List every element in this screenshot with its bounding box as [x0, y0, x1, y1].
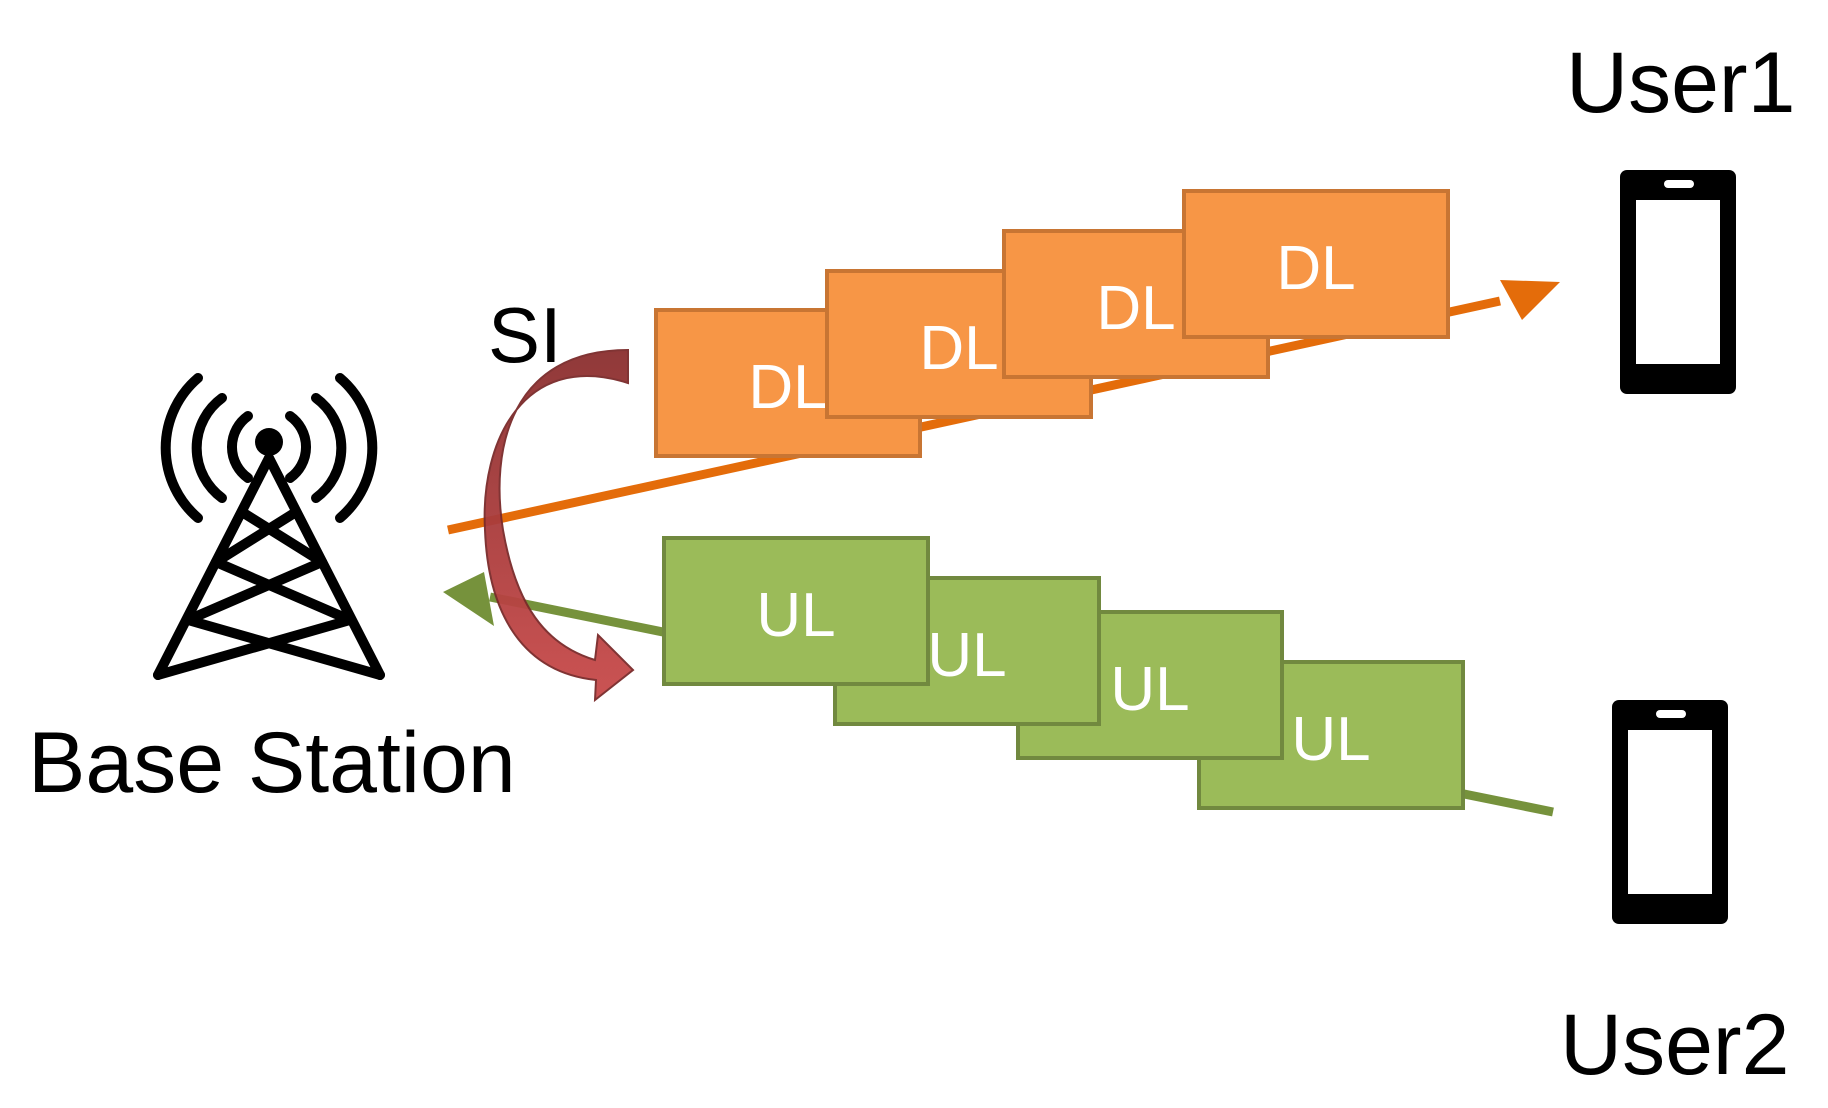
ul-packet-label: UL: [756, 581, 835, 650]
antenna-top-icon: [255, 428, 283, 456]
dl-packet: DL: [1182, 189, 1450, 339]
downlink-packets: DL DL DL DL: [654, 189, 1450, 458]
dl-packet-label: DL: [748, 353, 827, 422]
user2-phone-icon: [1612, 700, 1728, 924]
base-station-label: Base Station: [28, 715, 516, 811]
user2-label: User2: [1560, 997, 1789, 1093]
self-interference-arrow: [483, 348, 635, 703]
ul-packet-label: UL: [1110, 655, 1189, 724]
ul-packet-label: UL: [927, 621, 1006, 690]
ul-packet: UL: [662, 536, 930, 686]
dl-packet-label: DL: [1096, 274, 1175, 343]
user1-label: User1: [1566, 35, 1795, 131]
dl-packet-label: DL: [1276, 234, 1355, 303]
uplink-packets: UL UL UL UL: [662, 536, 1465, 810]
user1-phone-icon: [1620, 170, 1736, 394]
ul-packet-label: UL: [1291, 705, 1370, 774]
dl-packet-label: DL: [919, 314, 998, 383]
base-station-tower-icon: [153, 373, 385, 680]
si-label: SI: [488, 291, 562, 379]
